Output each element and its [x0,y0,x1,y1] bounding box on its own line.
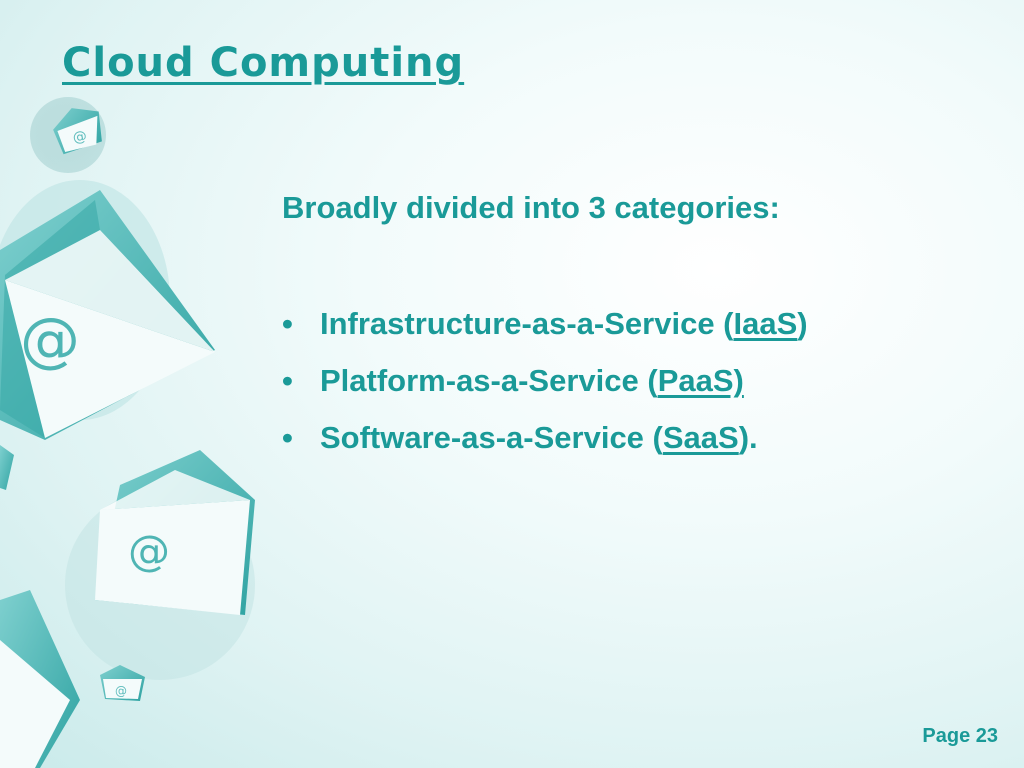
envelope-icon: @ [53,108,102,155]
envelope-decoration: @ @ @ @ [0,97,255,768]
at-sign-icon: @ [72,128,89,146]
bullet-icon: • [282,363,293,398]
saas-link[interactable]: SaaS [662,420,739,455]
envelope-icon [0,445,14,490]
envelope-icon: @ [100,665,145,701]
list-item: • Software-as-a-Service (SaaS). [282,416,808,459]
at-sign-icon: @ [115,684,127,698]
bullet-icon: • [282,420,293,455]
intro-text: Broadly divided into 3 categories: [282,190,780,225]
iaas-link[interactable]: IaaS [733,306,798,341]
page-number: Page 23 [922,725,998,747]
item-suffix: ). [738,420,758,455]
category-list: • Infrastructure-as-a-Service (IaaS) • P… [282,302,808,473]
slide-title: Cloud Computing [62,40,465,86]
envelope-icon: @ [95,450,255,615]
item-prefix: Software-as-a-Service ( [320,420,663,455]
list-item: • Platform-as-a-Service (PaaS) [282,359,808,402]
bullet-icon: • [282,306,293,341]
envelope-icon [0,590,80,768]
item-prefix: Platform-as-a-Service ( [320,363,658,398]
item-prefix: Infrastructure-as-a-Service ( [320,306,734,341]
envelope-icon: @ [0,190,215,440]
list-item: • Infrastructure-as-a-Service (IaaS) [282,302,808,345]
item-suffix: ) [797,306,808,341]
paas-link[interactable]: PaaS) [657,363,744,398]
at-sign-icon: @ [20,305,80,375]
at-sign-icon: @ [128,526,170,575]
